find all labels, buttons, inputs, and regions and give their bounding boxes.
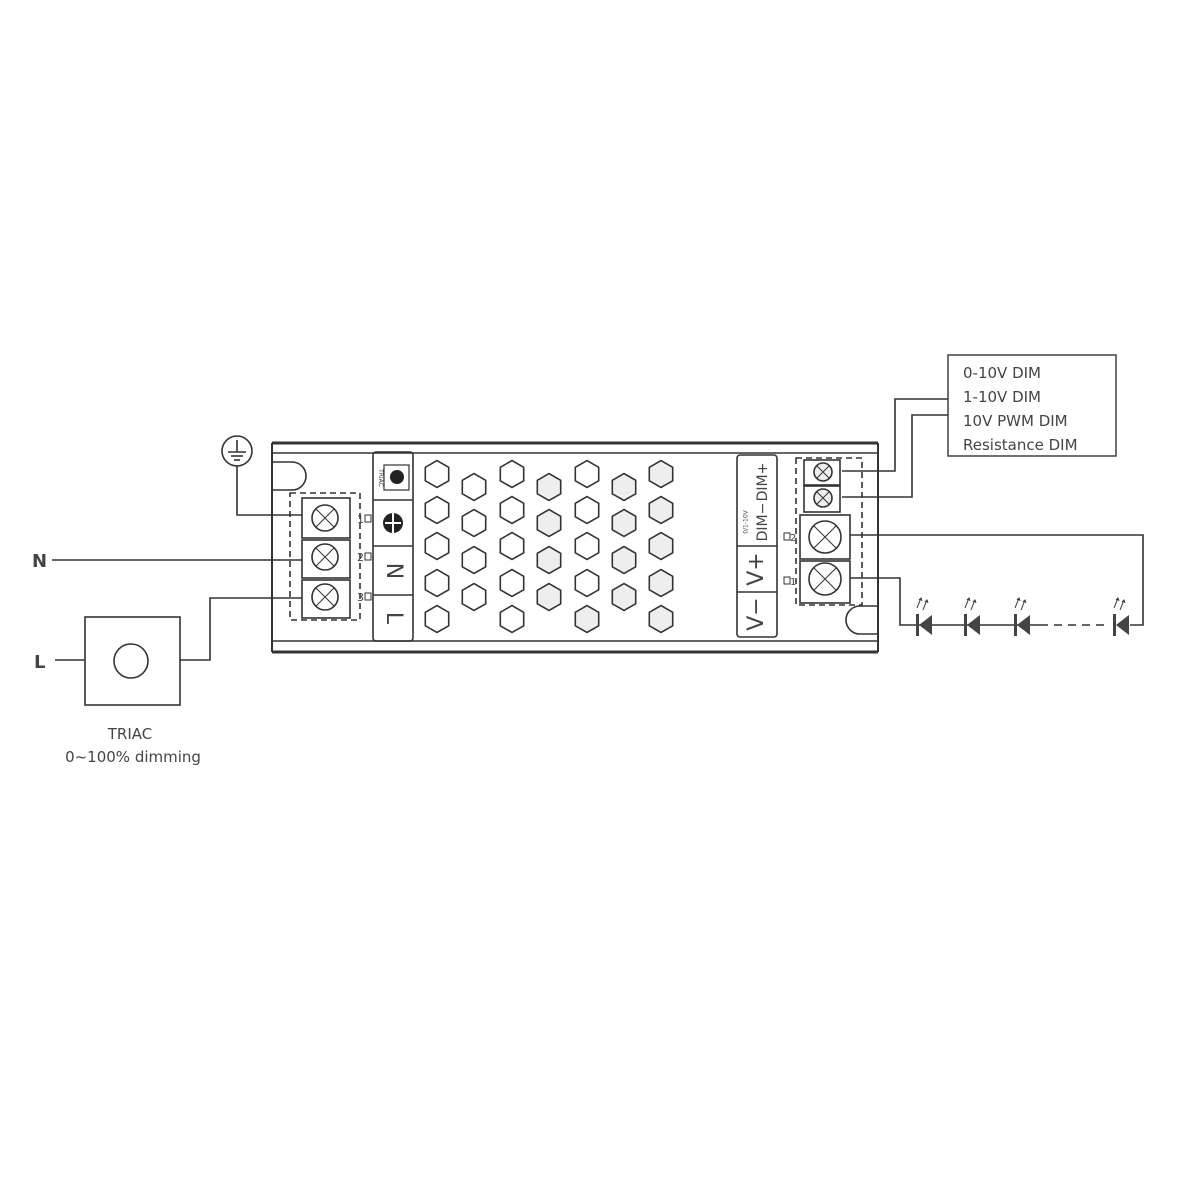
vent-hole	[499, 604, 525, 634]
mounting-slot-left	[272, 461, 307, 491]
triac-dimmer	[84, 616, 181, 706]
terminal-number: 1	[790, 577, 796, 588]
dim-plus-wire	[842, 398, 948, 472]
vent-hole	[536, 508, 562, 538]
vent-hole	[574, 459, 600, 489]
led-icon	[1014, 597, 1030, 636]
led-icon	[964, 597, 980, 636]
panel-triac-label: TRIAC	[377, 468, 384, 487]
neutral-label: N	[32, 551, 47, 572]
vent-grid	[424, 459, 674, 634]
vent-hole	[461, 508, 487, 538]
output-label-panel: DIM+ DIM− 0/1-10V V+ V−	[736, 454, 778, 638]
vent-hole	[461, 545, 487, 575]
vent-hole	[536, 582, 562, 612]
vent-hole	[648, 568, 674, 598]
vent-hole	[499, 531, 525, 561]
vent-hole	[424, 604, 450, 634]
dim-option: 1-10V DIM	[963, 388, 1041, 406]
dimmer-knob-icon	[113, 643, 149, 679]
vent-hole	[574, 531, 600, 561]
v-minus-label: V−	[744, 597, 769, 630]
screw-icon	[813, 462, 833, 482]
vent-hole	[648, 531, 674, 561]
panel-l-label: L	[381, 612, 406, 625]
vent-hole	[536, 545, 562, 575]
triac-indicator-icon	[383, 464, 410, 491]
earth-wire	[236, 466, 302, 516]
vent-hole	[424, 531, 450, 561]
vent-hole	[574, 568, 600, 598]
input-terminal-block: 1 2 3	[289, 492, 372, 621]
vent-hole	[611, 545, 637, 575]
dim-plus-label: DIM+	[755, 463, 771, 502]
vent-hole	[424, 459, 450, 489]
dimming-options-box: 0-10V DIM 1-10V DIM 10V PWM DIM Resistan…	[947, 354, 1117, 457]
mounting-slot-right	[845, 605, 878, 635]
vent-hole	[461, 582, 487, 612]
label-panel: TRIAC N L	[372, 451, 414, 642]
vent-hole	[574, 495, 600, 525]
vent-hole	[611, 472, 637, 502]
vent-hole	[536, 472, 562, 502]
screw-icon	[311, 583, 339, 611]
dim-minus-label: DIM−	[755, 503, 771, 542]
vent-hole	[424, 568, 450, 598]
vent-hole	[574, 604, 600, 634]
terminal-number: 3	[357, 591, 364, 604]
vent-hole	[499, 568, 525, 598]
led-chain	[916, 597, 1129, 636]
vent-hole	[648, 495, 674, 525]
vent-hole	[648, 604, 674, 634]
vent-hole	[424, 495, 450, 525]
triac-subtitle: 0~100% dimming	[65, 748, 201, 766]
earth-icon	[383, 513, 403, 533]
dim-option: 0-10V DIM	[963, 364, 1041, 382]
terminal-number: 2	[357, 551, 364, 564]
screw-icon	[813, 488, 833, 508]
screw-icon	[808, 520, 842, 554]
dim-option: Resistance DIM	[963, 436, 1078, 454]
vent-hole	[499, 495, 525, 525]
screw-icon	[311, 543, 339, 571]
vent-hole	[611, 582, 637, 612]
led-icon	[1113, 597, 1129, 636]
panel-n-label: N	[381, 563, 406, 579]
led-positive-wire	[850, 534, 1144, 626]
dim-option: 10V PWM DIM	[963, 412, 1068, 430]
v-plus-label: V+	[744, 552, 769, 585]
dim-range-label: 0/1-10V	[743, 509, 750, 533]
screw-icon	[808, 562, 842, 596]
vent-hole	[648, 459, 674, 489]
vent-hole	[461, 472, 487, 502]
dimmed-live-wire	[180, 597, 302, 661]
live-label: L	[34, 652, 45, 673]
earth-ground-icon	[221, 435, 253, 467]
terminal-number: 1	[357, 513, 364, 526]
vent-hole	[611, 508, 637, 538]
terminal-number: 2	[790, 533, 796, 544]
led-icon	[916, 597, 932, 636]
output-terminal-block: 2 1	[783, 457, 863, 606]
triac-title: TRIAC	[107, 725, 152, 743]
vent-hole	[499, 459, 525, 489]
dim-minus-wire	[842, 414, 948, 498]
screw-icon	[311, 504, 339, 532]
